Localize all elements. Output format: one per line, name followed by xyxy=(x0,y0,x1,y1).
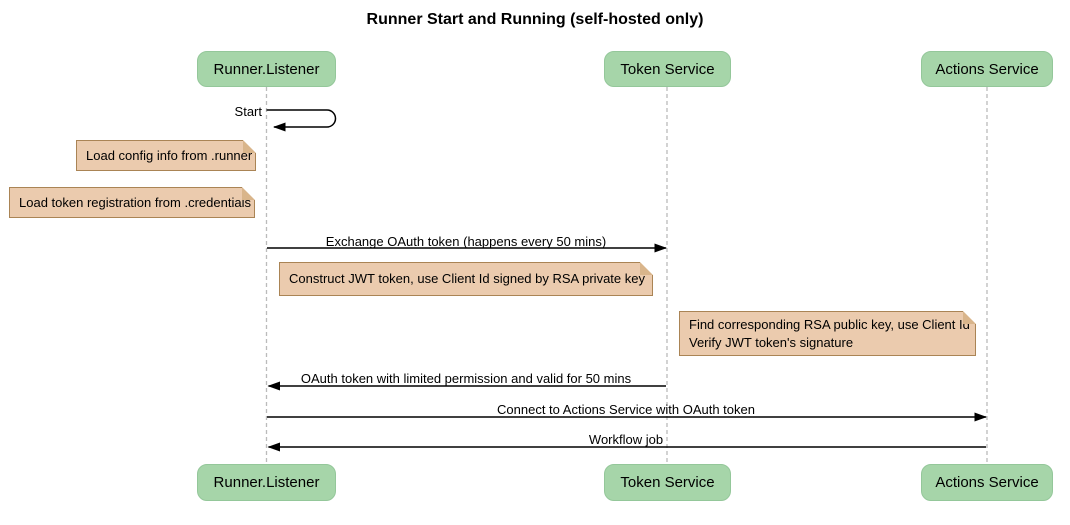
participant-actions-service-top: Actions Service xyxy=(921,51,1053,87)
note-verify-jwt: Find corresponding RSA public key, use C… xyxy=(679,311,976,356)
participant-token-service-bottom: Token Service xyxy=(604,464,731,501)
self-message-start-line xyxy=(266,109,337,132)
message-exchange-label: Exchange OAuth token (happens every 50 m… xyxy=(325,234,607,249)
participant-runner-listener-bottom: Runner.Listener xyxy=(197,464,336,501)
note-load-config: Load config info from .runner xyxy=(76,140,256,171)
note-load-token-registration: Load token registration from .credential… xyxy=(9,187,255,218)
message-oauth-return-label: OAuth token with limited permission and … xyxy=(300,371,632,386)
message-start-label: Start xyxy=(234,104,262,119)
participant-token-service-top: Token Service xyxy=(604,51,731,87)
participant-runner-listener-top: Runner.Listener xyxy=(197,51,336,87)
note-construct-jwt: Construct JWT token, use Client Id signe… xyxy=(279,262,653,296)
message-workflow-label: Workflow job xyxy=(588,432,664,447)
participant-actions-service-bottom: Actions Service xyxy=(921,464,1053,501)
diagram-title: Runner Start and Running (self-hosted on… xyxy=(366,11,704,28)
message-connect-label: Connect to Actions Service with OAuth to… xyxy=(497,402,755,417)
